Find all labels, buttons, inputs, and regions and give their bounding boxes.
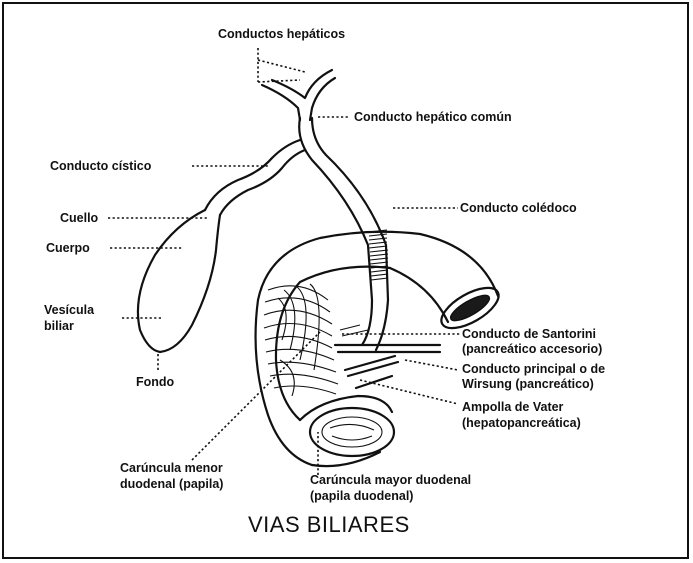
labels: Conductos hepáticos Conducto hepático co…: [44, 27, 605, 537]
label-caruncula-menor-line2: duodenal (papila): [120, 477, 223, 491]
label-vesicula: Vesícula: [44, 303, 95, 317]
gallbladder: [138, 210, 220, 352]
label-conducto-coledoco: Conducto colédoco: [460, 201, 577, 215]
label-conducto-hepatico-comun: Conducto hepático común: [354, 110, 512, 124]
label-ampolla-line2: (hepatopancreática): [462, 416, 581, 430]
label-caruncula-mayor-line1: Carúncula mayor duodenal: [310, 473, 471, 487]
label-wirsung-line1: Conducto principal o de: [462, 362, 605, 376]
label-fondo: Fondo: [136, 375, 175, 389]
label-cuello: Cuello: [60, 211, 99, 225]
label-santorini-line1: Conducto de Santorini: [462, 327, 596, 341]
label-ampolla-line1: Ampolla de Vater: [462, 400, 564, 414]
label-conductos-hepaticos: Conductos hepáticos: [218, 27, 345, 41]
label-conducto-cistico: Conducto cístico: [50, 159, 152, 173]
cystic-duct: [205, 140, 305, 215]
hepatic-ducts: [262, 70, 335, 120]
label-biliar: biliar: [44, 319, 74, 333]
label-cuerpo: Cuerpo: [46, 241, 90, 255]
label-wirsung-line2: Wirsung (pancreático): [462, 377, 594, 391]
label-caruncula-mayor-line2: (papila duodenal): [310, 489, 413, 503]
label-santorini-line2: (pancreático accesorio): [462, 342, 602, 356]
label-caruncula-menor-line1: Carúncula menor: [120, 461, 223, 475]
diagram-title: VIAS BILIARES: [248, 512, 410, 537]
